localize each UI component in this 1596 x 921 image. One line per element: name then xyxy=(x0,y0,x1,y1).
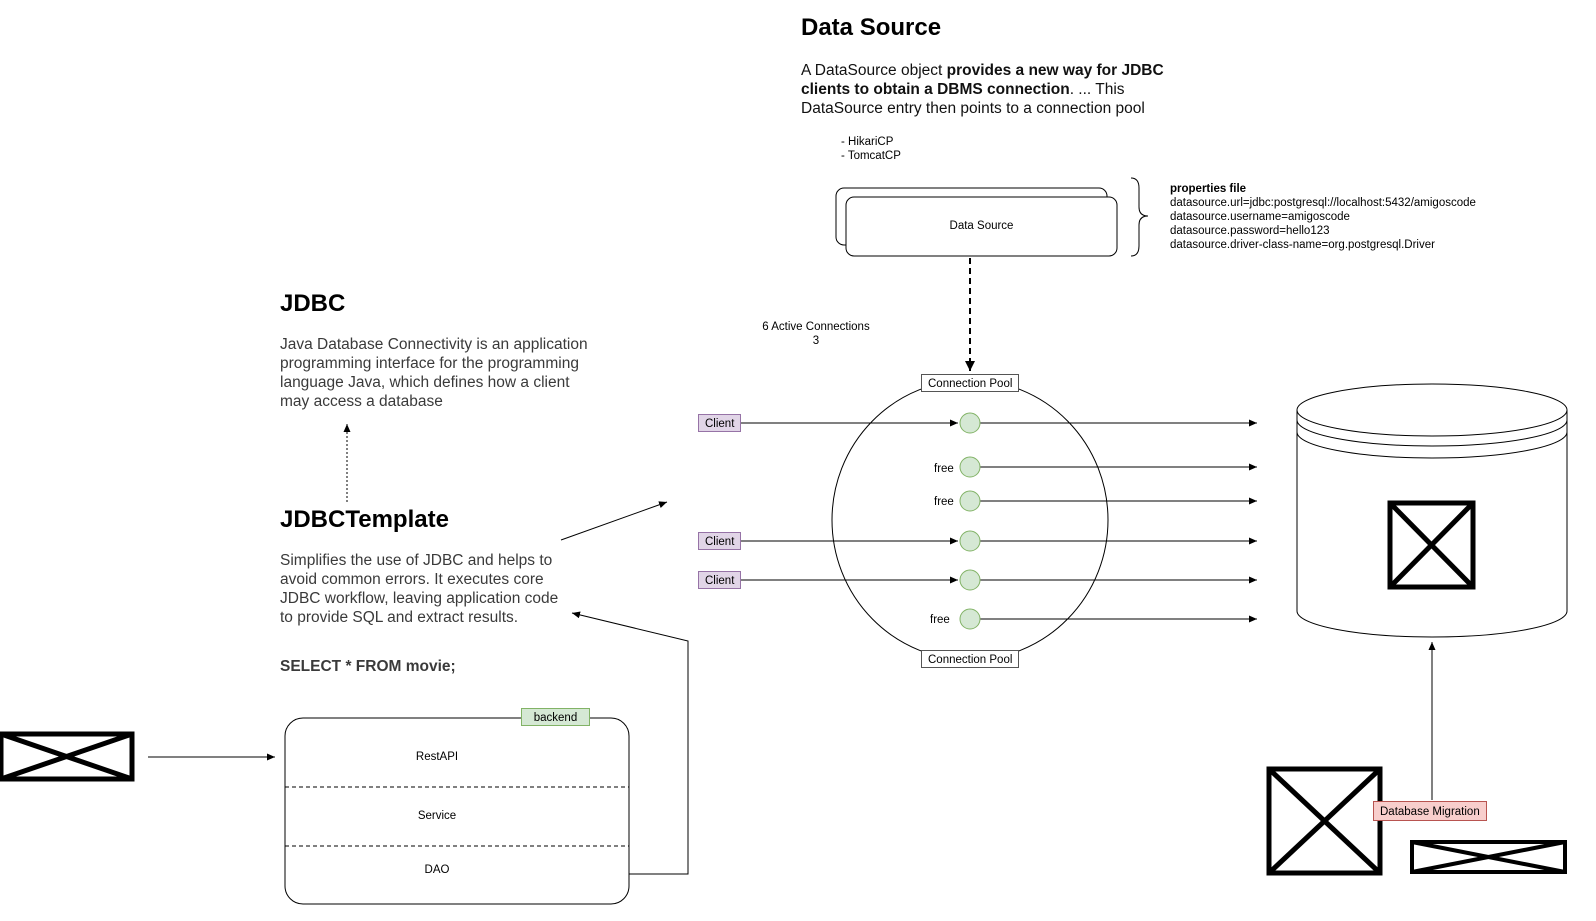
layer-dao[interactable]: DAO xyxy=(424,864,450,876)
connection-pool-label-bottom: Connection Pool xyxy=(921,650,1020,668)
free-label: free xyxy=(934,496,954,508)
active-connections: 6 Active Connections 3 xyxy=(755,320,877,348)
database-migration-tag[interactable]: Database Migration xyxy=(1373,801,1487,821)
property-driver: datasource.driver-class-name=org.postgre… xyxy=(1170,239,1435,251)
database-image-placeholder xyxy=(1387,500,1476,590)
datasource-box-label: Data Source xyxy=(949,220,1014,232)
client-tag[interactable]: Client xyxy=(698,571,742,589)
datasource-box[interactable] xyxy=(845,196,1118,257)
layer-restapi[interactable]: RestAPI xyxy=(415,751,459,763)
active-connections-label: 6 Active Connections xyxy=(762,321,870,333)
client-image-placeholder xyxy=(0,731,135,782)
migration-logo-placeholder xyxy=(1410,840,1567,874)
connection-node[interactable] xyxy=(959,490,981,512)
property-url: datasource.url=jdbc:postgresql://localho… xyxy=(1170,197,1476,209)
properties-brace xyxy=(1130,177,1149,257)
datasource-desc-text: A DataSource object xyxy=(801,62,947,79)
connection-node[interactable] xyxy=(959,530,981,552)
backend-container[interactable] xyxy=(284,717,630,905)
connection-node[interactable] xyxy=(959,608,981,630)
free-label: free xyxy=(930,614,950,626)
client-tag[interactable]: Client xyxy=(698,532,742,550)
connection-node[interactable] xyxy=(959,456,981,478)
client-tag[interactable]: Client xyxy=(698,414,742,432)
datasource-desc-bold: provides a new way for JDBC clients to o… xyxy=(801,62,1164,98)
dao-to-jdbctemplate-arrow xyxy=(571,611,689,875)
flyway-image-placeholder xyxy=(1266,766,1383,876)
properties-title: properties file xyxy=(1170,183,1247,195)
sql-query: SELECT * FROM movie; xyxy=(280,658,456,675)
jdbctemplate-title: JDBCTemplate xyxy=(280,506,449,533)
jdbc-title: JDBC xyxy=(280,290,346,317)
backend-tag: backend xyxy=(521,708,590,726)
properties-file: properties file datasource.url=jdbc:post… xyxy=(1170,182,1476,252)
active-connections-count: 3 xyxy=(812,335,820,347)
pool-impl-tomcat: - TomcatCP xyxy=(841,150,901,162)
datasource-title: Data Source xyxy=(801,14,942,41)
connection-pool-label-top: Connection Pool xyxy=(921,374,1020,392)
datasource-description: A DataSource object provides a new way f… xyxy=(801,61,1191,118)
jdbc-description: Java Database Connectivity is an applica… xyxy=(280,336,588,410)
datasource-desc-text-end: . ... This DataSource entry then points … xyxy=(801,81,1145,117)
free-label: free xyxy=(934,463,954,475)
jdbctemplate-to-pool-arrow xyxy=(560,501,668,541)
jdbctemplate-description: Simplifies the use of JDBC and helps to … xyxy=(280,552,559,626)
property-password: datasource.password=hello123 xyxy=(1170,225,1330,237)
pool-implementations: - HikariCP - TomcatCP xyxy=(841,135,901,163)
pool-impl-hikari: - HikariCP xyxy=(841,136,894,148)
connection-node[interactable] xyxy=(959,569,981,591)
database-cylinder[interactable] xyxy=(1296,383,1568,638)
property-username: datasource.username=amigoscode xyxy=(1170,211,1350,223)
connection-node[interactable] xyxy=(959,412,981,434)
layer-service[interactable]: Service xyxy=(417,810,457,822)
